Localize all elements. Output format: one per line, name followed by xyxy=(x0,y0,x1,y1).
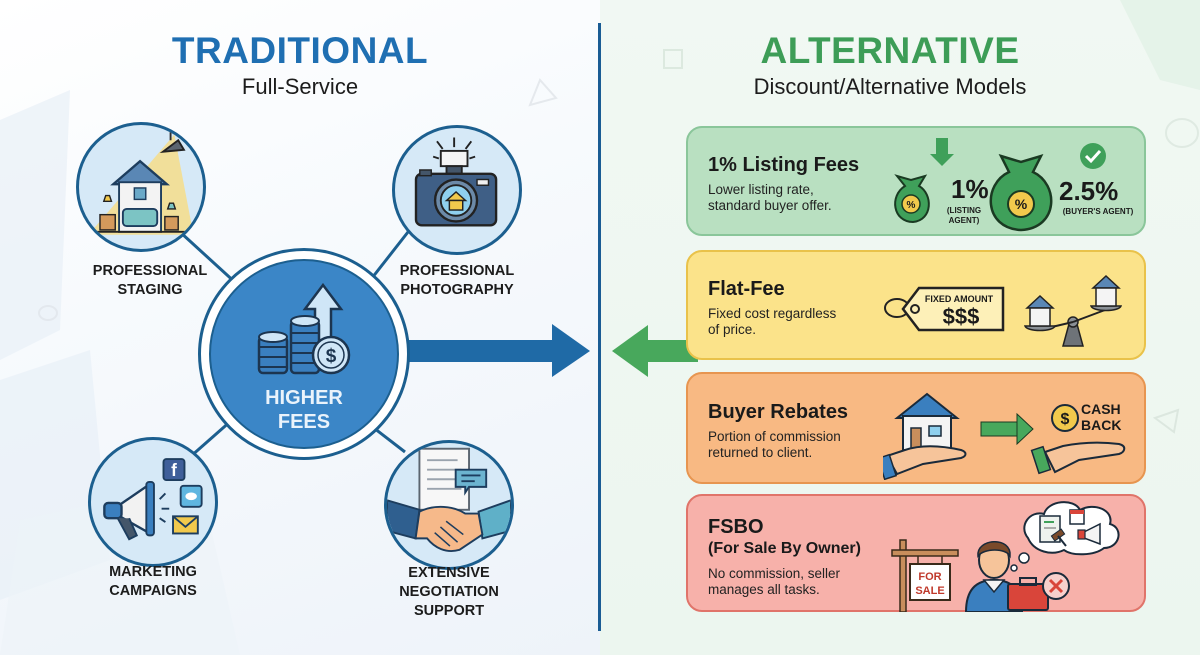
listing-pct: 1% xyxy=(951,174,989,204)
arrow-right-icon xyxy=(980,412,1034,446)
money-bag-icon: % xyxy=(894,174,930,224)
card-desc: Lower listing rate, standard buyer offer… xyxy=(708,182,832,214)
photography-node xyxy=(392,125,522,255)
negotiation-node xyxy=(384,440,514,570)
card-fsbo: FSBO (For Sale By Owner) No commission, … xyxy=(686,494,1146,612)
card-title: FSBO xyxy=(708,516,764,538)
center-label-line2: FEES xyxy=(277,411,331,433)
background-shapes xyxy=(0,78,558,655)
desc-line: Fixed cost regardless xyxy=(708,306,837,321)
staging-node xyxy=(76,122,206,252)
price-tag-icon xyxy=(901,286,1005,332)
negotiation-label: EXTENSIVE NEGOTIATION SUPPORT xyxy=(349,564,549,621)
traditional-title: TRADITIONAL xyxy=(171,30,429,71)
check-icon xyxy=(1080,143,1106,169)
label-line: PROFESSIONAL xyxy=(399,263,515,279)
label-line: MARKETING xyxy=(109,564,197,580)
commission-split-illustration: % 1% (LISTING AGENT) % 2.5% (BUYER'S AGE… xyxy=(894,138,1134,232)
card-title: Buyer Rebates xyxy=(708,401,849,423)
label-line: CAMPAIGNS xyxy=(109,583,197,599)
fsbo-illustration: FOR SALE xyxy=(891,501,1120,612)
staged-house-icon xyxy=(88,125,194,235)
listing-label: (LISTING xyxy=(947,206,981,215)
arrow-left-icon xyxy=(612,325,698,377)
balance-scale-icon xyxy=(1023,274,1123,347)
down-arrow-icon xyxy=(930,138,954,166)
open-hand-icon xyxy=(1030,441,1126,475)
marketing-node: f xyxy=(88,437,218,567)
sign-text: FOR xyxy=(918,571,941,583)
megaphone-icon: f xyxy=(103,458,203,541)
sign-text: SALE xyxy=(915,585,944,597)
card-buyer-rebates: Buyer Rebates Portion of commission retu… xyxy=(686,372,1146,484)
card-flat-fee: Flat-Fee Fixed cost regardless of price.… xyxy=(686,250,1146,360)
svg-text:f: f xyxy=(171,460,177,480)
section-divider xyxy=(598,23,601,631)
tag-label: FIXED AMOUNT xyxy=(925,294,994,304)
cashback-label: CASH xyxy=(1081,401,1121,417)
cancel-x-icon xyxy=(1042,572,1070,600)
staging-label: PROFESSIONAL STAGING xyxy=(50,262,250,300)
thought-cloud-icon xyxy=(1023,501,1120,556)
camera-icon xyxy=(414,137,498,227)
card-desc: Fixed cost regardless of price. xyxy=(708,306,836,338)
label-line: PROFESSIONAL xyxy=(92,263,208,279)
traditional-background xyxy=(0,0,600,655)
card-desc: No commission, seller manages all tasks. xyxy=(708,566,840,598)
for-sale-sign-icon: FOR SALE xyxy=(891,539,959,612)
listing-label: AGENT) xyxy=(949,216,980,225)
alternative-subtitle: Discount/Alternative Models xyxy=(753,74,1027,99)
higher-fees-circle: $ HIGHER FEES xyxy=(209,259,399,449)
desc-line: returned to client. xyxy=(708,445,813,460)
label-line: STAGING xyxy=(117,282,183,298)
facebook-icon xyxy=(162,458,186,482)
svg-text:$: $ xyxy=(1061,411,1070,428)
marketing-label: MARKETING CAMPAIGNS xyxy=(53,563,253,601)
desc-line: of price. xyxy=(708,322,757,337)
gavel-icon xyxy=(1050,528,1067,547)
desc-line: standard buyer offer. xyxy=(708,198,832,213)
toolbox-icon xyxy=(1007,577,1049,611)
arrow-right-icon xyxy=(402,324,590,377)
label-line: NEGOTIATION xyxy=(399,584,499,600)
alternative-title: ALTERNATIVE xyxy=(760,30,1020,71)
desc-line: manages all tasks. xyxy=(708,582,820,597)
house-in-hand-icon xyxy=(883,392,967,480)
dollar-coin-icon: $ xyxy=(1051,404,1079,432)
svg-text:%: % xyxy=(1015,196,1028,212)
card-title: 1% Listing Fees xyxy=(708,154,860,176)
label-line: SUPPORT xyxy=(413,603,485,619)
label-line: PHOTOGRAPHY xyxy=(400,282,514,298)
desc-line: Lower listing rate, xyxy=(708,182,814,197)
connector-line xyxy=(189,418,233,459)
desc-line: No commission, seller xyxy=(708,566,841,581)
card-title: Flat-Fee xyxy=(708,278,785,300)
buyer-pct: 2.5% xyxy=(1059,176,1118,206)
desc-line: Portion of commission xyxy=(708,429,841,444)
connector-line xyxy=(370,231,410,279)
cashback-label: BACK xyxy=(1081,417,1121,433)
money-bag-large-icon: % xyxy=(989,153,1053,232)
card-listing-fees: 1% Listing Fees Lower listing rate, stan… xyxy=(686,126,1146,236)
buyer-label: (BUYER'S AGENT) xyxy=(1063,207,1134,216)
handshake-icon xyxy=(387,447,511,552)
connector-line xyxy=(178,230,240,287)
center-label-line1: HIGHER xyxy=(265,387,343,409)
price-tag-illustration: FIXED AMOUNT $$$ xyxy=(884,274,1123,347)
card-subtitle: (For Sale By Owner) xyxy=(708,540,861,557)
higher-fees-hub: $ HIGHER FEES xyxy=(198,248,410,460)
rebate-illustration: $ CASH BACK xyxy=(883,392,1126,480)
label-line: EXTENSIVE xyxy=(408,565,490,581)
card-desc: Portion of commission returned to client… xyxy=(708,429,841,461)
photography-label: PROFESSIONAL PHOTOGRAPHY xyxy=(357,262,557,300)
svg-text:%: % xyxy=(907,200,916,211)
coins-dollar-up-arrow-icon: $ xyxy=(257,283,351,375)
traditional-subtitle: Full-Service xyxy=(241,74,359,99)
background-shapes xyxy=(663,0,1200,434)
tag-value: $$$ xyxy=(943,304,980,329)
svg-text:$: $ xyxy=(326,346,337,367)
